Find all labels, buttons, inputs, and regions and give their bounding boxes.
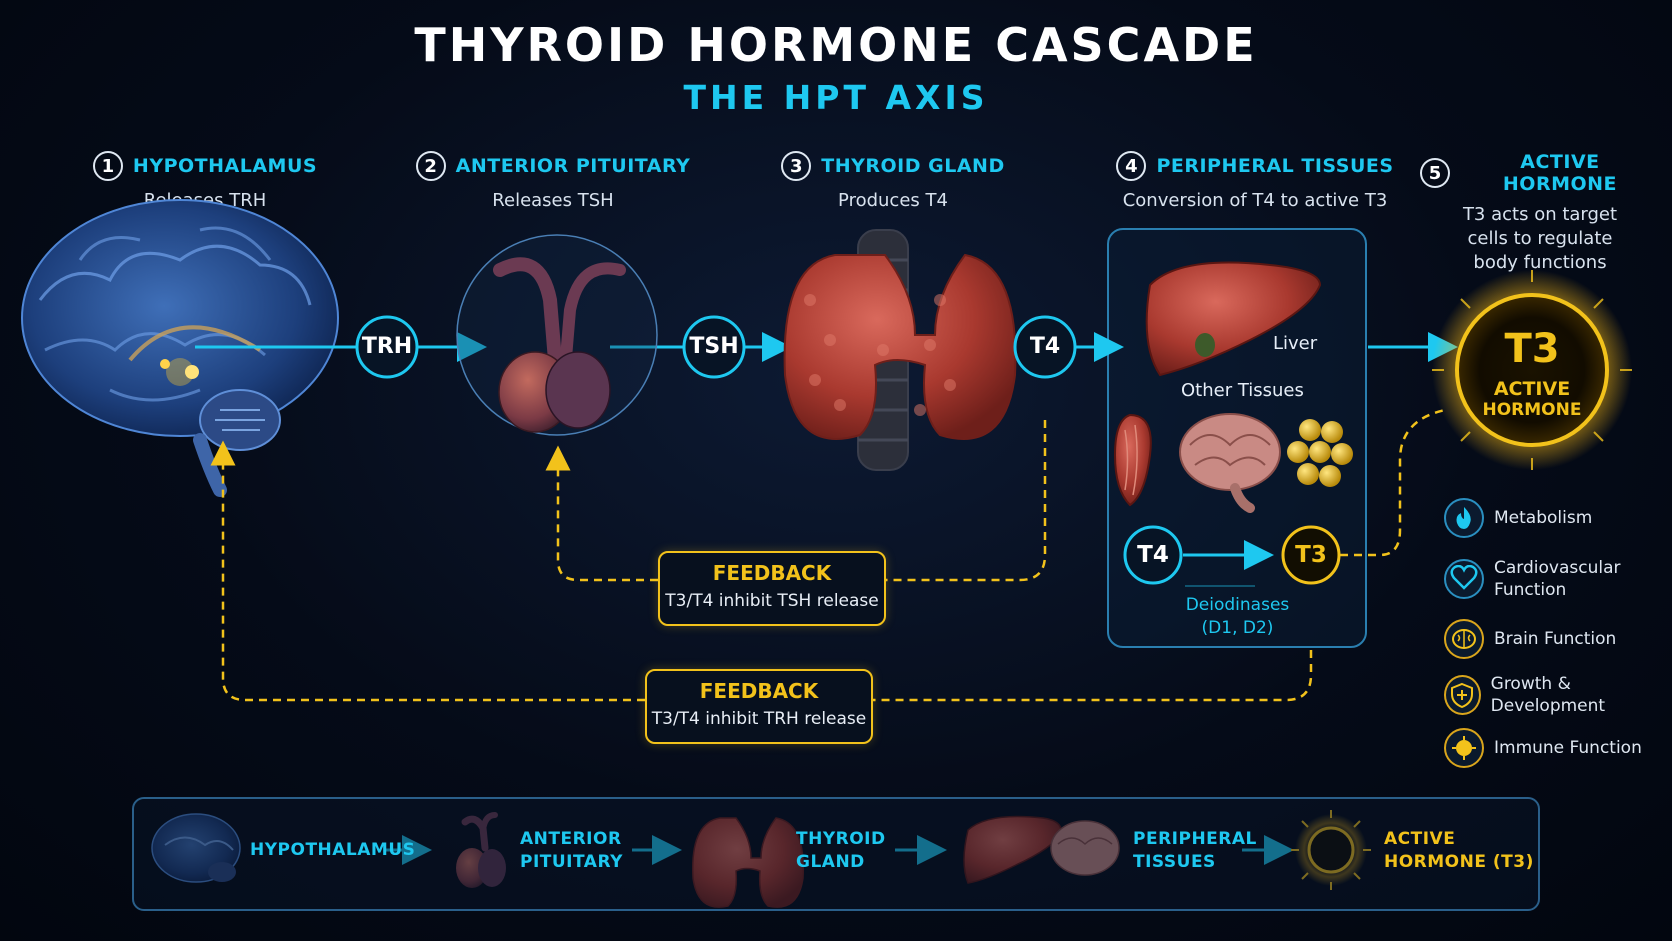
function-icon-ring	[1444, 675, 1481, 715]
liver-label: Liver	[1273, 333, 1318, 354]
summary-hypothalamus: HYPOTHALAMUS	[250, 839, 415, 862]
summary-line: ACTIVE	[1384, 829, 1456, 849]
step-peripheral-tissues: 4 PERIPHERAL TISSUES Conversion of T4 to …	[1090, 151, 1420, 213]
feedback-box-trh: FEEDBACK T3/T4 inhibit TRH release	[645, 669, 873, 744]
function-label: Brain Function	[1494, 629, 1617, 649]
step-number: 4	[1116, 151, 1147, 181]
summary-line: PITUITARY	[520, 852, 623, 872]
feedback-desc: T3/T4 inhibit TSH release	[665, 591, 879, 611]
summary-anterior-pituitary: ANTERIOR PITUITARY	[520, 828, 623, 874]
desc-line: cells to regulate	[1467, 228, 1613, 249]
summary-line: ANTERIOR	[520, 829, 622, 849]
t4-node	[1013, 315, 1077, 379]
function-label: Cardiovascular Function	[1494, 557, 1620, 601]
summary-line: HYPOTHALAMUS	[250, 840, 416, 860]
summary-line: HORMONE (T3)	[1384, 852, 1534, 872]
summary-active-hormone: ACTIVE HORMONE (T3)	[1384, 828, 1534, 874]
step-active-hormone: 5 ACTIVE HORMONE T3 acts on target cells …	[1420, 151, 1660, 275]
other-tissues-label: Other Tissues	[1181, 380, 1304, 401]
summary-line: TISSUES	[1133, 852, 1216, 872]
peripheral-t4-node	[1123, 525, 1183, 585]
step-thyroid-gland: 3 THYROID GLAND Produces T4	[748, 151, 1038, 213]
function-label: Immune Function	[1494, 738, 1642, 758]
function-label-line: Function	[1494, 580, 1567, 600]
active-line-2: HORMONE	[1482, 400, 1582, 420]
feedback-desc: T3/T4 inhibit TRH release	[651, 709, 867, 729]
step-desc: T3 acts on target cells to regulate body…	[1420, 203, 1660, 275]
heart-icon	[1450, 565, 1478, 590]
tsh-label: TSH	[689, 334, 739, 359]
peripheral-t3-node	[1281, 525, 1341, 585]
function-label-line: Cardiovascular	[1494, 558, 1621, 578]
desc-line: body functions	[1473, 252, 1607, 273]
step-anterior-pituitary: 2 ANTERIOR PITUITARY Releases TSH	[408, 151, 698, 213]
flame-icon	[1456, 507, 1471, 529]
summary-peripheral-tissues: PERIPHERAL TISSUES	[1133, 828, 1257, 874]
thyroid-illustration	[783, 229, 1017, 471]
function-brain: Brain Function	[1444, 619, 1616, 659]
step-desc: Conversion of T4 to active T3	[1122, 190, 1388, 211]
step-number: 1	[92, 151, 123, 181]
desc-line: T3 acts on target	[1462, 204, 1618, 225]
peripheral-t4-label: T4	[1137, 542, 1169, 568]
fat-cells-illustration	[1287, 419, 1353, 487]
function-metabolism: Metabolism	[1444, 498, 1592, 538]
deiodinases-line: (D1, D2)	[1201, 618, 1274, 638]
active-t3-label: T3	[1504, 326, 1560, 372]
active-hormone-sun	[1432, 270, 1632, 470]
page-title: THYROID HORMONE CASCADE	[414, 18, 1258, 72]
step-number: 3	[781, 151, 812, 181]
feedback-title: FEEDBACK	[712, 561, 832, 585]
active-line-1: ACTIVE	[1493, 378, 1571, 400]
function-icon-ring	[1444, 619, 1484, 659]
trh-node	[355, 315, 419, 379]
step-desc: Produces T4	[838, 190, 948, 211]
function-immune: Immune Function	[1444, 728, 1642, 768]
peripheral-t3-label: T3	[1295, 542, 1327, 568]
step-number: 2	[415, 151, 446, 181]
step-name: ACTIVE HORMONE	[1502, 151, 1618, 195]
page-subtitle: THE HPT AXIS	[683, 78, 989, 117]
function-icon-ring	[1444, 498, 1484, 538]
step-name: ANTERIOR PITUITARY	[455, 155, 691, 177]
brain-tissue-illustration	[1179, 413, 1281, 513]
trh-label: TRH	[361, 334, 413, 359]
deiodinases-label: Deiodinases (D1, D2)	[1150, 594, 1325, 640]
deiodinases-line: Deiodinases	[1185, 595, 1290, 615]
function-growth: Growth & Development	[1444, 673, 1672, 717]
step-name: THYROID GLAND	[821, 155, 1005, 177]
muscle-illustration	[1113, 413, 1152, 507]
summary-line: GLAND	[796, 852, 865, 872]
step-name: PERIPHERAL TISSUES	[1156, 155, 1394, 177]
immune-icon	[1452, 736, 1476, 760]
pituitary-illustration	[456, 234, 658, 436]
summary-thyroid-gland: THYROID GLAND	[796, 828, 886, 874]
liver-illustration	[1145, 261, 1322, 377]
feedback-box-tsh: FEEDBACK T3/T4 inhibit TSH release	[658, 551, 886, 626]
function-cardiovascular: Cardiovascular Function	[1444, 557, 1620, 601]
function-icon-ring	[1444, 728, 1484, 768]
step-desc: Releases TSH	[492, 190, 614, 211]
summary-line: PERIPHERAL	[1133, 829, 1257, 849]
function-label: Growth & Development	[1490, 674, 1606, 716]
brain-illustration	[21, 199, 339, 497]
t4-label: T4	[1029, 334, 1061, 359]
function-label: Metabolism	[1494, 508, 1593, 528]
step-name: HYPOTHALAMUS	[132, 155, 318, 177]
summary-line: THYROID	[796, 829, 886, 849]
function-icon-ring	[1444, 559, 1484, 599]
shield-plus-icon	[1451, 682, 1474, 709]
brain-icon	[1452, 629, 1476, 649]
summary-bar	[132, 797, 1540, 911]
tsh-node	[682, 315, 746, 379]
step-number: 5	[1420, 158, 1450, 188]
feedback-title: FEEDBACK	[699, 679, 819, 703]
